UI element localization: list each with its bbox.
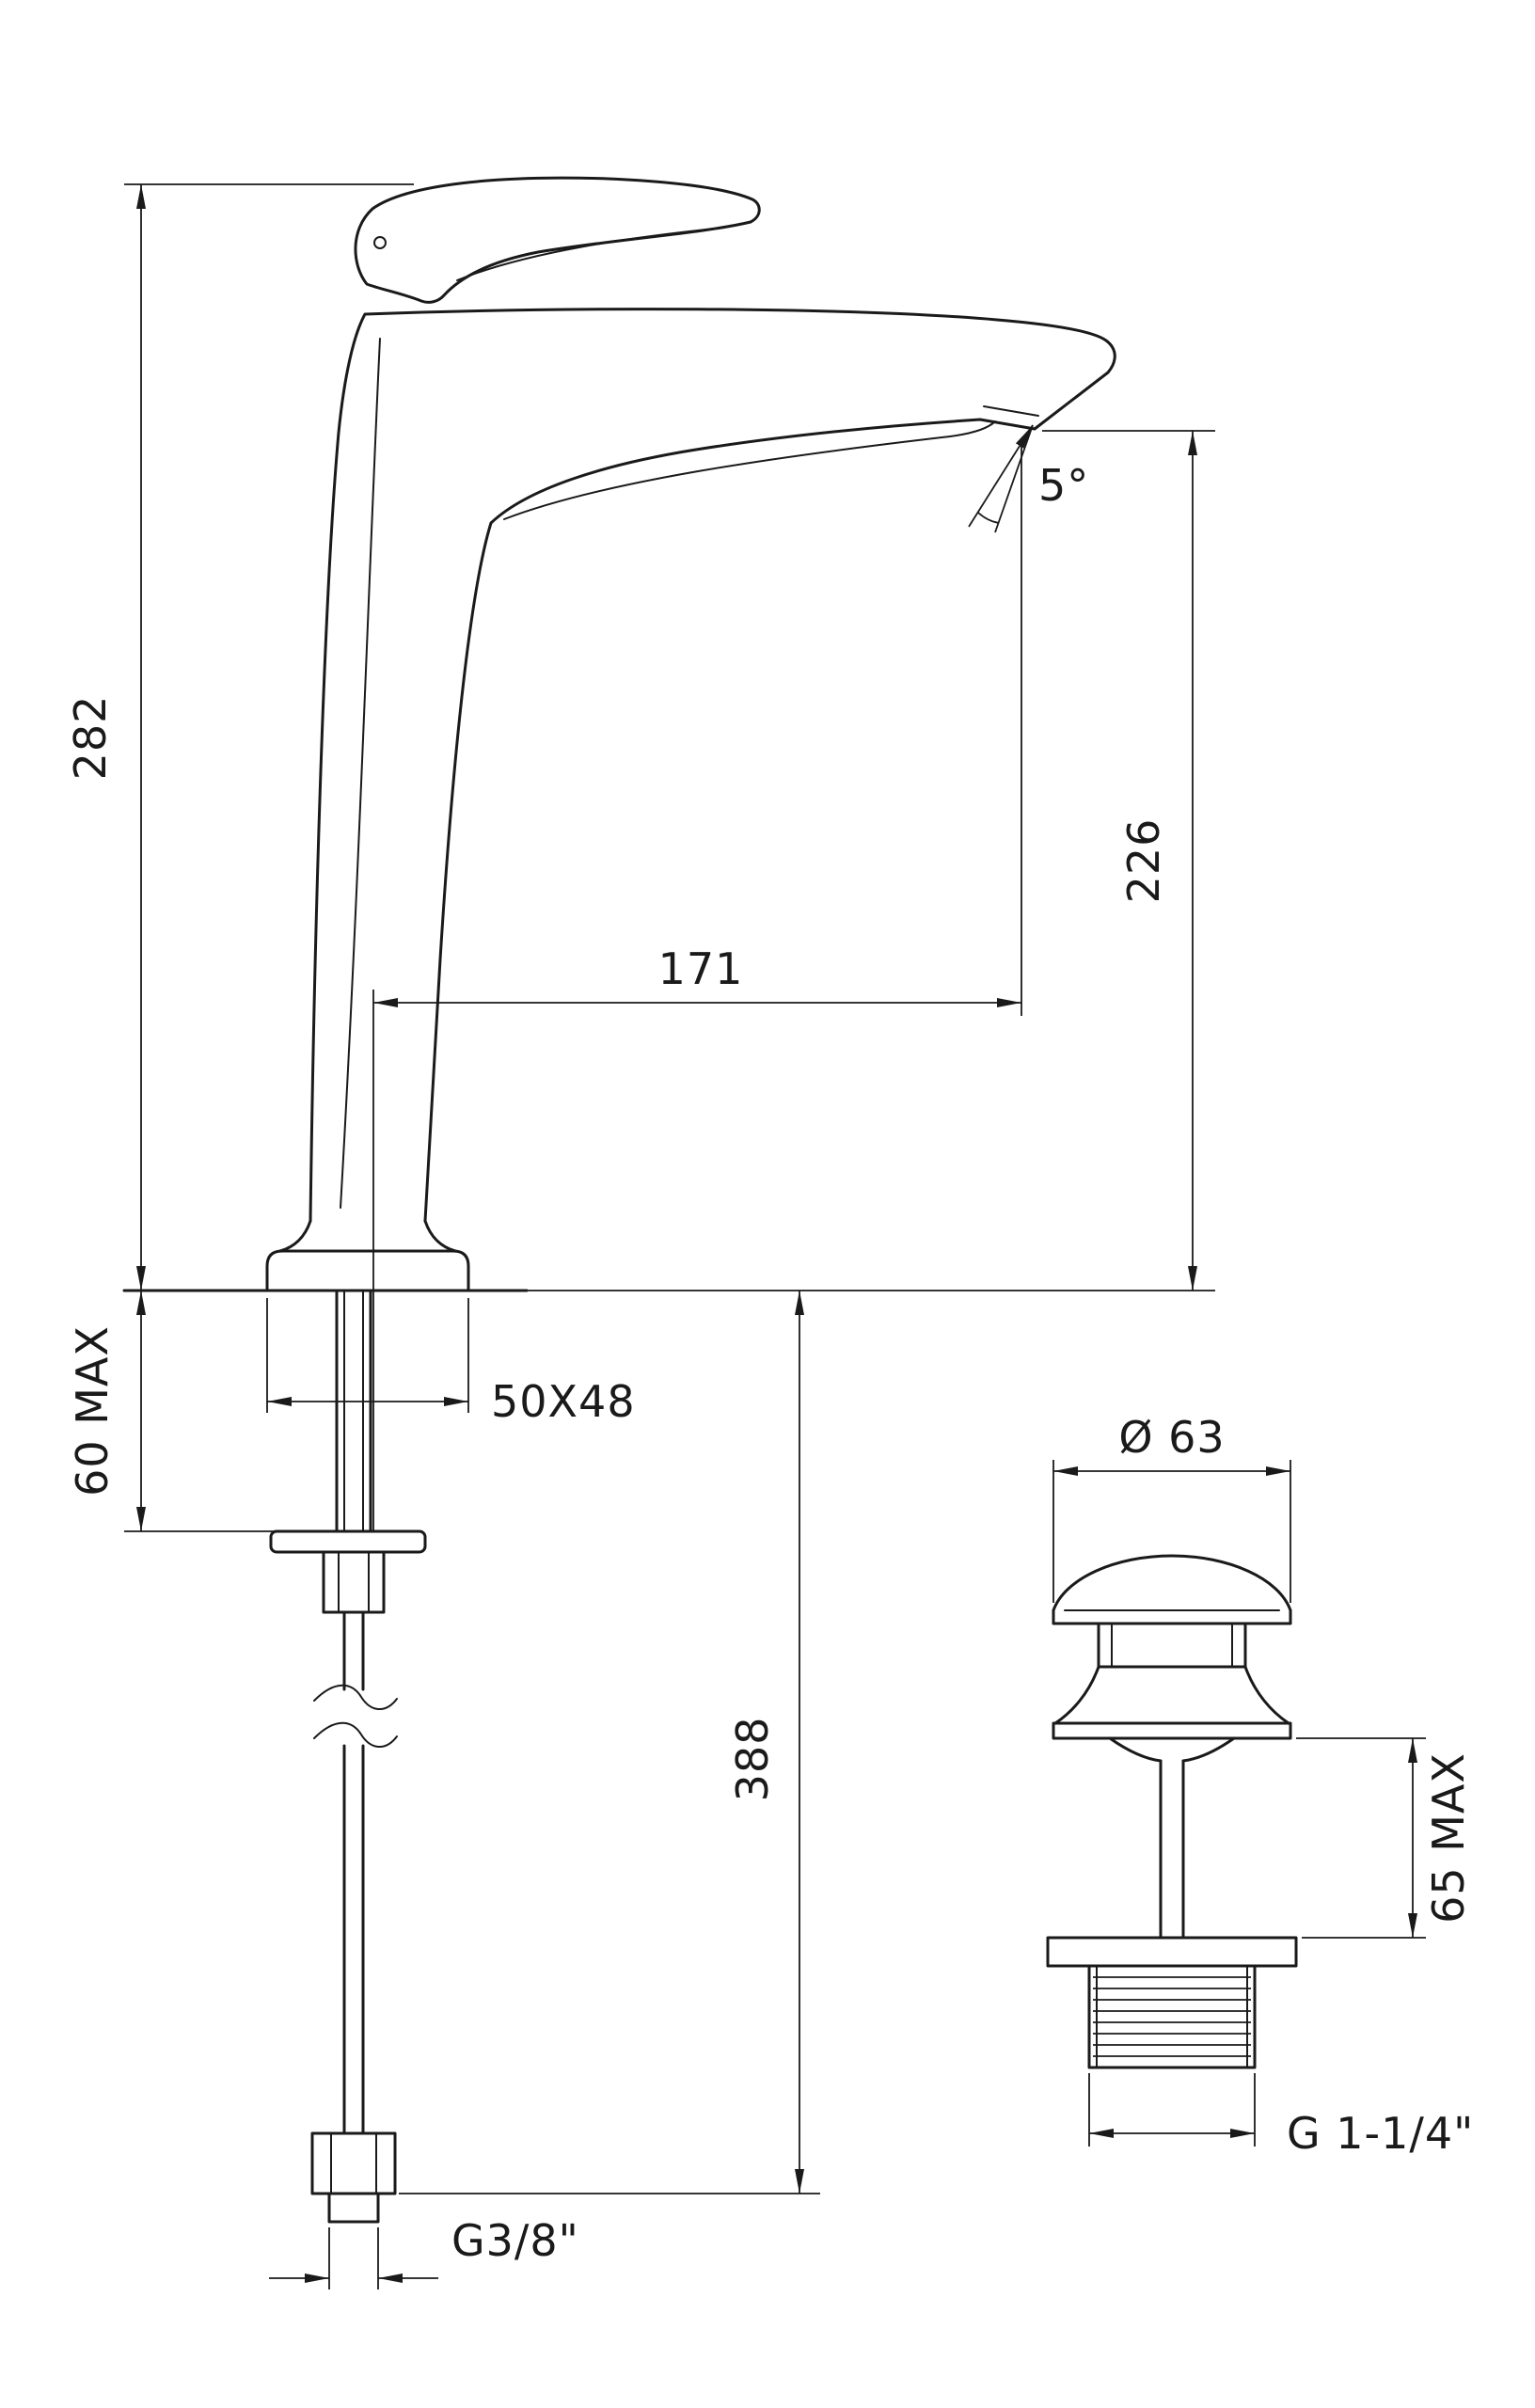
- dimension-waste-diameter: Ø 63: [1052, 1412, 1291, 1603]
- aerator-line: [983, 405, 1039, 417]
- dimension-deck-thickness: 60 MAX: [67, 1291, 275, 1532]
- dimension-spout-height: 226: [1042, 430, 1215, 1291]
- hose-nut: [310, 2131, 397, 2195]
- faucet-body: [265, 308, 1116, 1292]
- dimension-angle: 5°: [968, 424, 1089, 533]
- dim-226-label: 226: [1118, 818, 1169, 904]
- drain-assembly: [1046, 1554, 1298, 2069]
- drain-lower-flange: [1046, 1936, 1298, 1968]
- dimension-waste-thread: G 1-1/4": [1088, 2073, 1474, 2159]
- spout-underside-line: [503, 420, 996, 520]
- dimension-reach: 171: [372, 442, 1022, 1531]
- break-symbol: [313, 1684, 398, 1710]
- break-symbol: [313, 1721, 398, 1748]
- dim-d63-label: Ø 63: [1118, 1412, 1225, 1463]
- thread-hatching: [1093, 1976, 1251, 2057]
- dimension-base: 50X48: [266, 1298, 636, 1427]
- dim-171-label: 171: [658, 943, 744, 994]
- dim-65max-label: 65 MAX: [1423, 1752, 1474, 1924]
- drain-cap-dome: [1052, 1554, 1292, 1612]
- hose-thread-stub: [327, 2192, 380, 2224]
- handle-accent-line: [456, 227, 725, 281]
- dim-60max-label: 60 MAX: [67, 1325, 118, 1497]
- dim-g38-label: G3/8": [451, 2215, 579, 2266]
- supply-hose: [310, 1610, 398, 2224]
- body-bevel-line: [340, 338, 381, 1209]
- dimension-total-height: 282: [65, 183, 414, 1291]
- dimension-supply-thread: G3/8": [269, 2215, 579, 2289]
- dimension-waste-height: 65 MAX: [1296, 1737, 1474, 1939]
- drain-threaded-body: [1087, 1964, 1257, 2069]
- dim-5deg-label: 5°: [1038, 460, 1089, 511]
- drain-flange: [1052, 1721, 1292, 1740]
- faucet-handle: [354, 176, 761, 304]
- drain-tailpiece: [1159, 1759, 1185, 1940]
- dim-50x48-label: 50X48: [491, 1376, 636, 1427]
- mounting-hardware: [269, 1289, 427, 1614]
- mounting-washer: [269, 1529, 427, 1554]
- base-plate: [265, 1249, 470, 1292]
- dim-g114-label: G 1-1/4": [1287, 2108, 1474, 2159]
- dimension-below-deck: 388: [399, 1291, 820, 2194]
- dim-282-label: 282: [65, 695, 116, 781]
- mounting-nut: [322, 1550, 386, 1614]
- handle-pivot-dot: [373, 236, 387, 249]
- dim-388-label: 388: [727, 1717, 778, 1802]
